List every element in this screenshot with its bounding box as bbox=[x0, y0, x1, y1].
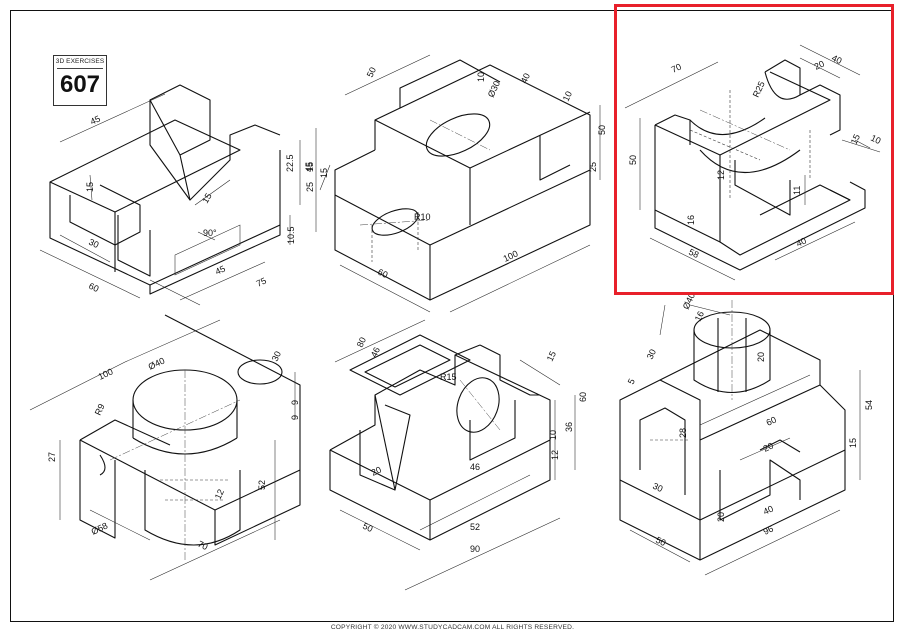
d3-label-1: 40 bbox=[830, 53, 843, 66]
d6-label-13: 50 bbox=[654, 535, 667, 548]
d4-label-5: 9 bbox=[290, 415, 300, 420]
d1-label-0: 45 bbox=[89, 114, 102, 127]
d6-label-2: 30 bbox=[645, 348, 658, 361]
d4-label-2: 30 bbox=[270, 350, 283, 363]
d6-label-5: 28 bbox=[678, 428, 688, 438]
d3-label-0: 70 bbox=[670, 62, 683, 75]
exercise-badge: 3D EXERCISES 607 bbox=[53, 55, 107, 106]
d2-label-4: 10 bbox=[561, 90, 574, 103]
d1-label-10: 60 bbox=[87, 281, 100, 294]
sheet-border bbox=[10, 10, 894, 622]
d2-label-10: 25 bbox=[305, 182, 315, 192]
d2-label-0: 50 bbox=[365, 66, 378, 79]
d6-label-7: 54 bbox=[864, 400, 874, 410]
d2-label-2: 40 bbox=[519, 72, 532, 85]
d3-label-7: 12 bbox=[716, 170, 726, 180]
d6-label-6: 60 bbox=[765, 415, 778, 428]
drawing-5-bracket: 80 46 15 R15 60 10 36 12 20 46 50 52 90 bbox=[329, 319, 588, 591]
d1-label-1: 22.5 bbox=[285, 154, 295, 172]
d5-label-9: 46 bbox=[470, 462, 480, 472]
d5-label-11: 52 bbox=[470, 522, 480, 532]
highlight-box bbox=[614, 4, 894, 295]
d5-label-10: 50 bbox=[361, 521, 374, 534]
d3-label-2: 20 bbox=[813, 59, 826, 72]
d3-label-10: 40 bbox=[795, 236, 808, 249]
d1-label-7: 30 bbox=[87, 237, 100, 250]
d3-label-11: 58 bbox=[687, 247, 700, 260]
d5-label-12: 90 bbox=[470, 544, 480, 554]
d4-label-9: Ø58 bbox=[90, 521, 110, 537]
d2-label-9: R10 bbox=[414, 212, 431, 222]
d6-label-11: 20 bbox=[716, 512, 726, 522]
d5-label-3: R15 bbox=[440, 372, 457, 382]
d3-label-9: 11 bbox=[792, 186, 802, 195]
d1-label-2: 45 bbox=[304, 162, 314, 172]
d6-label-4: 5 bbox=[626, 377, 637, 386]
d2-label-1: 10 bbox=[476, 72, 486, 82]
exercise-number: 607 bbox=[59, 71, 101, 98]
d1-label-9: 75 bbox=[255, 276, 268, 289]
d6-label-1: 16 bbox=[693, 310, 706, 323]
d5-label-6: 36 bbox=[564, 422, 574, 432]
drawing-4-cylinder-plate: 100 Ø40 30 R9 9 9 27 12 52 Ø58 70 bbox=[29, 314, 301, 581]
d4-label-7: 12 bbox=[213, 488, 226, 501]
d3-label-4: 10 bbox=[869, 133, 882, 146]
d4-label-3: R9 bbox=[93, 402, 107, 417]
d5-label-7: 12 bbox=[550, 450, 560, 460]
badge-divider bbox=[57, 68, 103, 69]
d5-label-0: 80 bbox=[355, 336, 368, 349]
d5-label-8: 20 bbox=[370, 465, 383, 478]
d3-label-5: 15 bbox=[849, 133, 862, 146]
d2-label-5: 50 bbox=[597, 125, 607, 135]
copyright-footer: COPYRIGHT © 2020 WWW.STUDYCADCAM.COM ALL… bbox=[330, 624, 575, 631]
d5-label-2: 15 bbox=[545, 350, 558, 363]
d4-label-1: Ø40 bbox=[147, 356, 167, 372]
d6-label-9: 15 bbox=[848, 438, 858, 448]
d1-label-8: 45 bbox=[214, 264, 227, 277]
d2-label-8: 15 bbox=[319, 168, 329, 178]
d2-label-7: 15 bbox=[305, 162, 315, 172]
drawing-1-v-block: 45 22.5 45 15 15 90° 10.5 30 45 75 60 bbox=[39, 84, 317, 306]
d1-label-4: 15 bbox=[200, 191, 214, 205]
d4-label-4: 9 bbox=[290, 400, 300, 405]
d2-label-6: 25 bbox=[588, 162, 598, 172]
exercise-category-label: 3D EXERCISES bbox=[55, 58, 105, 65]
d2-label-11: 60 bbox=[376, 267, 389, 280]
d5-label-4: 60 bbox=[578, 392, 588, 402]
d4-label-8: 52 bbox=[257, 480, 267, 490]
d2-label-12: 100 bbox=[502, 248, 520, 263]
d1-label-5: 90° bbox=[203, 228, 217, 238]
d6-label-8: 20 bbox=[762, 441, 775, 454]
d3-label-8: 16 bbox=[686, 215, 696, 225]
d5-label-1: 46 bbox=[369, 346, 382, 359]
drawing-2-bored-block: 50 10 40 Ø30 10 50 25 15 15 R10 25 60 10… bbox=[305, 54, 607, 313]
d6-label-14: 96 bbox=[762, 524, 775, 537]
d6-label-3: 20 bbox=[756, 352, 766, 362]
d6-label-10: 30 bbox=[651, 481, 664, 494]
d1-label-3: 15 bbox=[85, 182, 95, 192]
drawing-6-arch-support: Ø40 16 30 20 5 28 60 54 20 15 30 20 40 5… bbox=[619, 291, 874, 576]
d3-label-6: 50 bbox=[628, 155, 638, 165]
d4-label-6: 27 bbox=[47, 452, 57, 462]
d5-label-5: 10 bbox=[548, 430, 558, 440]
d4-label-10: 70 bbox=[196, 539, 209, 552]
d6-label-12: 40 bbox=[762, 504, 775, 517]
d1-label-6: 10.5 bbox=[286, 226, 296, 244]
